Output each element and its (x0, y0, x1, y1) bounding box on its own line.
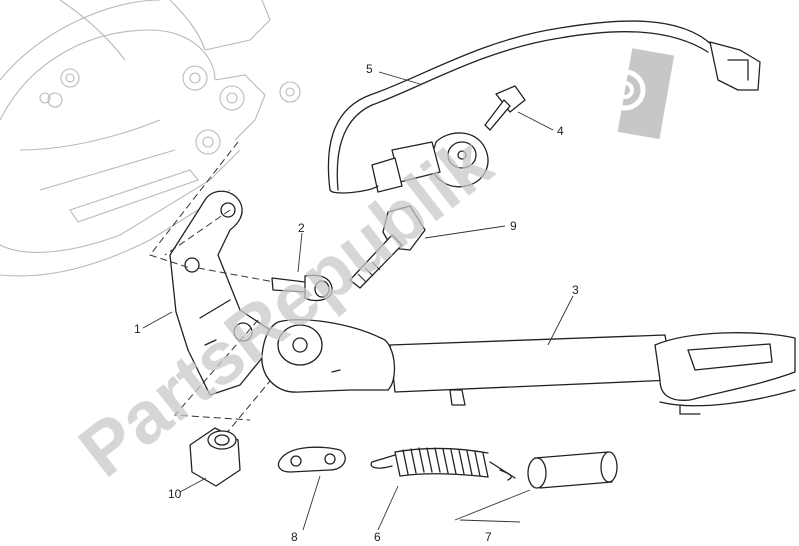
watermark: PartsRepublik (64, 48, 675, 493)
callout-4: 4 (557, 124, 564, 138)
callout-labels: 1 2 3 4 5 6 7 8 9 10 (134, 62, 579, 544)
callout-5: 5 (366, 62, 373, 76)
pivot-bolt (349, 205, 426, 289)
callout-1: 1 (134, 322, 141, 336)
leader-lines (142, 71, 574, 531)
bushing (527, 451, 618, 489)
gear-icon (604, 48, 675, 140)
watermark-text: PartsRepublik (64, 120, 508, 492)
spring-plate (277, 446, 346, 473)
callout-2: 2 (298, 221, 305, 235)
callout-7: 7 (485, 530, 492, 544)
callout-9: 9 (510, 219, 517, 233)
callout-3: 3 (572, 283, 579, 297)
callout-10: 10 (168, 487, 182, 501)
engine-casing-outline (0, 0, 301, 277)
callout-6: 6 (374, 530, 381, 544)
callout-8: 8 (291, 530, 298, 544)
screw (271, 274, 333, 302)
stand-bracket (169, 190, 271, 396)
nut (189, 427, 241, 487)
sidestand-leg (261, 319, 796, 415)
spring (370, 447, 516, 481)
switch-screw (484, 85, 526, 131)
sidestand-switch (327, 20, 761, 194)
